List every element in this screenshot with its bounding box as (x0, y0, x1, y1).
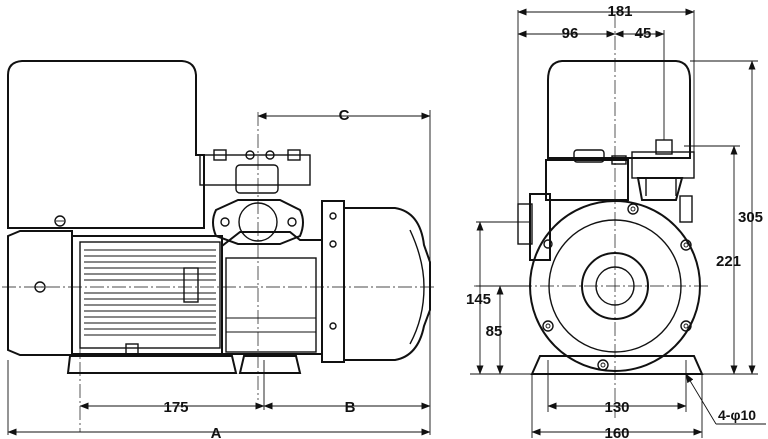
dim-45: 45 (635, 25, 652, 42)
dim-181: 181 (607, 3, 632, 20)
base-foot (66, 355, 238, 374)
dim-c: C (339, 107, 350, 124)
front-view (517, 60, 704, 375)
dim-175: 175 (163, 399, 188, 416)
dim-145: 145 (466, 291, 491, 308)
dim-96: 96 (562, 25, 579, 42)
dim-305: 305 (738, 209, 763, 226)
screw-icon (54, 215, 66, 227)
outlet-flange (212, 199, 304, 245)
dim-160: 160 (604, 425, 629, 439)
dimension-labels: C 175 B A 181 96 45 305 221 145 85 130 1… (163, 3, 763, 439)
terminal-box-front (547, 60, 691, 159)
terminal-box (7, 60, 205, 229)
front-flange (321, 200, 345, 363)
side-view-dimensions (2, 110, 436, 436)
dim-b: B (345, 399, 356, 416)
side-view (7, 60, 431, 374)
dim-a: A (211, 425, 222, 439)
pump-casing (221, 231, 323, 355)
motor-housing (71, 235, 223, 355)
cooling-fins (84, 249, 216, 336)
dim-130: 130 (604, 399, 629, 416)
flange-bolts (542, 203, 692, 371)
front-view-dimensions (470, 8, 766, 438)
motor-body (7, 230, 73, 356)
dim-221: 221 (716, 253, 741, 270)
dim-85: 85 (486, 323, 503, 340)
dim-4-holes: 4-φ10 (718, 407, 756, 423)
front-cover (343, 207, 431, 361)
